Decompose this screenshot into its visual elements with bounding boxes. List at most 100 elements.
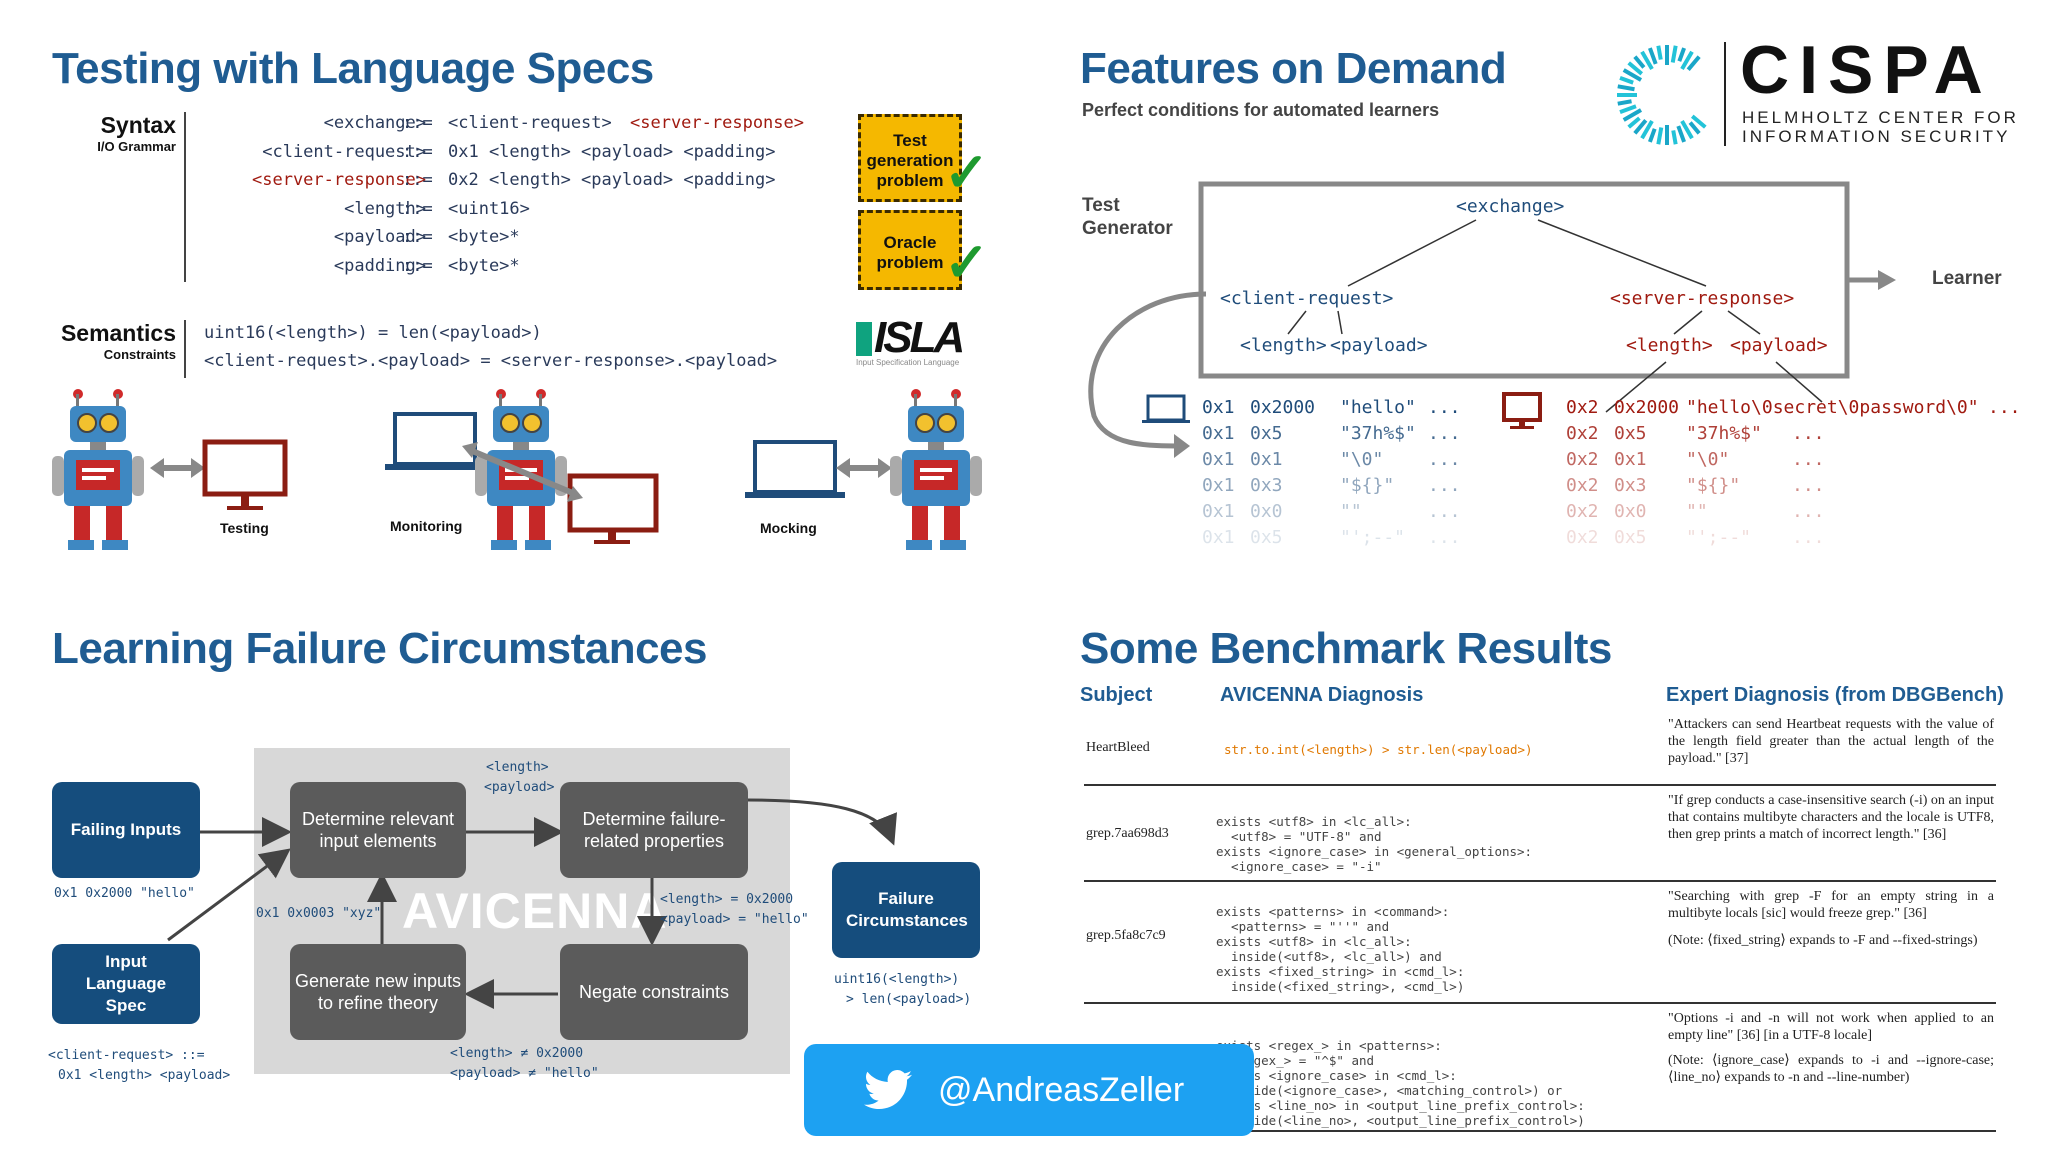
tree-node-client-length: <length> [1240, 335, 1327, 356]
data-cell: 0x1 [1202, 501, 1235, 522]
negate-constraints-box: Negate constraints [560, 944, 748, 1040]
data-cell: ... [1792, 475, 1825, 496]
isla-logo: ISLA Input Specification Language [856, 316, 976, 367]
failure-circumstances-box: Failure Circumstances [832, 862, 980, 958]
determine-failure-box: Determine failure-related properties [560, 782, 748, 878]
cispa-ring-segment [1677, 47, 1686, 62]
benchmark-table: HeartBleed str.to.int(<length>) > str.le… [1084, 712, 1996, 1152]
check-icon: ✓ [944, 233, 990, 293]
bench-expert-2: "Searching with grep -F for an empty str… [1668, 889, 1994, 921]
cispa-ring-segment [1627, 61, 1644, 76]
cispa-ring-segment [1622, 68, 1643, 82]
cispa-subtitle: HELMHOLTZ CENTER FOR INFORMATION SECURIT… [1742, 108, 2019, 146]
cispa-ring-segment [1670, 45, 1678, 63]
semantics-sub: Constraints [103, 347, 176, 362]
grammar-rule: <exchange>::=<client-request> <server-re… [190, 113, 830, 142]
data-cell: ... [1428, 501, 1461, 522]
bench-code-3: exists <regex_> in <patterns>: <regex_> … [1216, 1038, 1585, 1128]
cispa-ring-segment [1680, 50, 1694, 71]
grammar-rhs-2: <server-response> [630, 113, 804, 133]
robot-icon [51, 388, 145, 551]
determine-relevant-box: Determine relevant input elements [290, 782, 466, 878]
data-cell: ... [1792, 423, 1825, 444]
cispa-ring-segment [1680, 119, 1694, 140]
col-subject: Subject [1080, 684, 1153, 706]
data-cell: 0x2000 [1250, 397, 1316, 418]
cispa-ring-segment [1627, 116, 1641, 129]
bench-expert-0: "Attackers can send Heartbeat requests w… [1668, 717, 1994, 766]
cispa-ring-segment [1648, 47, 1658, 65]
xyz-code: 0x1 0x0003 "xyz" [256, 906, 382, 921]
cispa-name: CISPA [1740, 32, 1993, 108]
row-divider [1084, 880, 1996, 882]
grammar-rhs: <uint16> [448, 198, 530, 219]
cispa-ring-segment [1671, 130, 1678, 145]
bench-expert-3-note: (Note: ⟨ignore_case⟩ expands to -i and -… [1668, 1053, 1994, 1085]
data-cell: "\0" [1686, 449, 1730, 470]
avicenna-watermark: AVICENNA [402, 883, 668, 939]
cispa-ring-segment [1676, 125, 1686, 143]
generate-new-inputs-text: Generate new inputs to refine theory [294, 971, 462, 1013]
data-cell: ... [1988, 397, 2021, 418]
cispa-ring-segment [1633, 55, 1646, 69]
grammar-lhs: <client-request> [262, 141, 426, 162]
cispa-ring-segment [1648, 128, 1657, 143]
grammar-assign: ::= [402, 113, 433, 133]
spec-code-2: 0x1 <length> <payload> [58, 1068, 231, 1083]
col-avicenna: AVICENNA Diagnosis [1220, 684, 1424, 706]
constraint-1: uint16(<length>) = len(<payload>) [204, 323, 542, 343]
cispa-ring-segment [1622, 108, 1643, 122]
data-cell: "" [1340, 501, 1362, 522]
data-cell: ... [1428, 527, 1461, 548]
data-cell: 0x2 [1566, 449, 1599, 470]
check-icon: ✓ [944, 143, 990, 203]
bench-code-1: exists <utf8> in <lc_all>: <utf8> = "UTF… [1216, 814, 1533, 874]
bench-subject-1: grep.7aa698d3 [1086, 826, 1169, 841]
failing-inputs-text: Failing Inputs [70, 820, 182, 839]
failing-input-code: 0x1 0x2000 "hello" [54, 886, 195, 901]
data-cell: "37h%$" [1686, 423, 1762, 444]
data-cell: 0x0 [1614, 501, 1647, 522]
data-cell: "${}" [1340, 475, 1395, 496]
data-cell: "';--" [1340, 527, 1406, 548]
cispa-ring-segment [1617, 84, 1635, 92]
data-cell: ... [1792, 449, 1825, 470]
robot-scene [51, 388, 983, 551]
testing-label: Testing [220, 520, 269, 536]
robot-icon [889, 388, 983, 551]
twitter-handle[interactable]: @AndreasZeller [938, 1070, 1185, 1109]
grammar-rule: <padding>::=<byte>* [190, 256, 830, 285]
data-cell: "37h%$" [1340, 423, 1416, 444]
semantics-divider [184, 320, 186, 378]
grammar-lhs: <exchange> [323, 113, 426, 133]
bench-code-2: exists <patterns> in <command>: <pattern… [1216, 904, 1465, 994]
row-divider [1084, 1130, 1996, 1132]
data-cell: "${}" [1686, 475, 1741, 496]
grammar-block: <exchange>::=<client-request> <server-re… [190, 113, 830, 284]
data-cell: ... [1428, 423, 1461, 444]
q1-title: Testing with Language Specs [52, 44, 654, 93]
learner-label: Learner [1932, 268, 2002, 289]
cispa-ring-segment [1619, 76, 1634, 85]
mid-code-1: <length> = 0x2000 [660, 892, 794, 907]
grammar-lhs: <payload> [333, 227, 426, 247]
data-cell: 0x2 [1566, 423, 1599, 444]
tree-node-server-length: <length> [1626, 335, 1713, 356]
q2-subtitle: Perfect conditions for automated learner… [1082, 100, 1440, 120]
grammar-assign: ::= [402, 227, 433, 247]
twitter-banner[interactable]: @AndreasZeller [804, 1044, 1254, 1136]
tree-node-client-request: <client-request> [1220, 288, 1394, 309]
data-cell: 0x1 [1250, 449, 1283, 470]
data-cell: "';--" [1686, 527, 1752, 548]
data-cell: 0x0 [1250, 501, 1283, 522]
cispa-ring-segment [1617, 99, 1632, 106]
q3-title: Learning Failure Circumstances [52, 624, 708, 673]
grammar-rule: <server-response>::=0x2 <length> <payloa… [190, 170, 830, 199]
data-cell: "hello\0secret\0password\0" [1686, 397, 1979, 418]
